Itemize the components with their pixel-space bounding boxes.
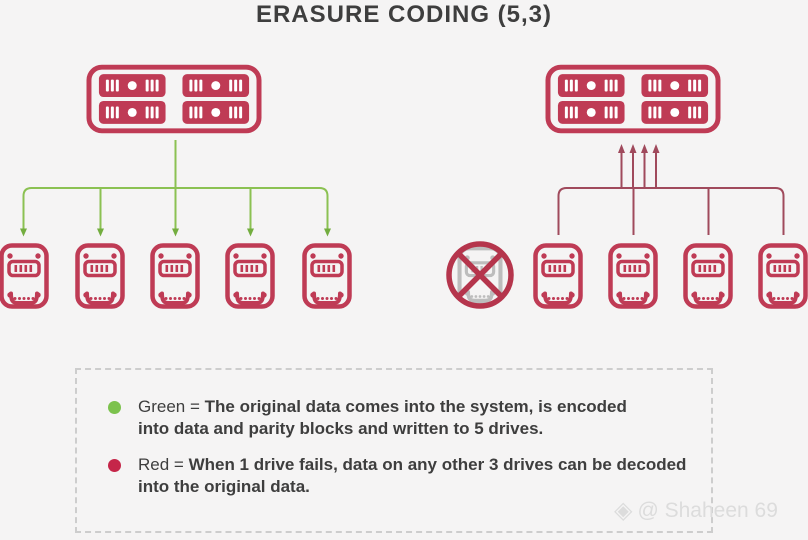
watermark: ◈ @ Shaheen 69 xyxy=(614,499,778,523)
drive-left-1-icon xyxy=(0,243,49,309)
green-bullet-icon xyxy=(108,401,121,414)
green-write-arrows xyxy=(20,140,331,237)
drive-left-4-icon xyxy=(225,243,275,309)
legend-box: Green = The original data comes into the… xyxy=(75,368,713,533)
page-title: ERASURE CODING (5,3) xyxy=(255,1,553,28)
drive-left-3-icon xyxy=(150,243,200,309)
server-cluster-right-icon xyxy=(545,64,721,134)
failed-drive-icon xyxy=(446,241,514,309)
red-decode-arrows xyxy=(557,144,785,235)
drive-left-2-icon xyxy=(75,243,125,309)
red-bullet-icon xyxy=(108,458,121,472)
drive-right-3-icon xyxy=(683,243,733,309)
server-cluster-left-icon xyxy=(86,64,262,134)
watermark-text: @ Shaheen 69 xyxy=(637,499,778,522)
drive-right-2-icon xyxy=(608,243,658,309)
drive-right-1-icon xyxy=(533,243,583,309)
legend-item-green: Green = The original data comes into the… xyxy=(108,396,711,441)
drive-left-5-icon xyxy=(302,243,352,309)
legend-text-green: Green = The original data comes into the… xyxy=(138,397,627,439)
gem-icon: ◈ xyxy=(614,497,633,524)
legend-text-red: Red = When 1 drive fails, data on any ot… xyxy=(138,454,687,496)
legend-item-red: Red = When 1 drive fails, data on any ot… xyxy=(108,454,711,499)
drive-right-4-icon xyxy=(758,243,808,309)
